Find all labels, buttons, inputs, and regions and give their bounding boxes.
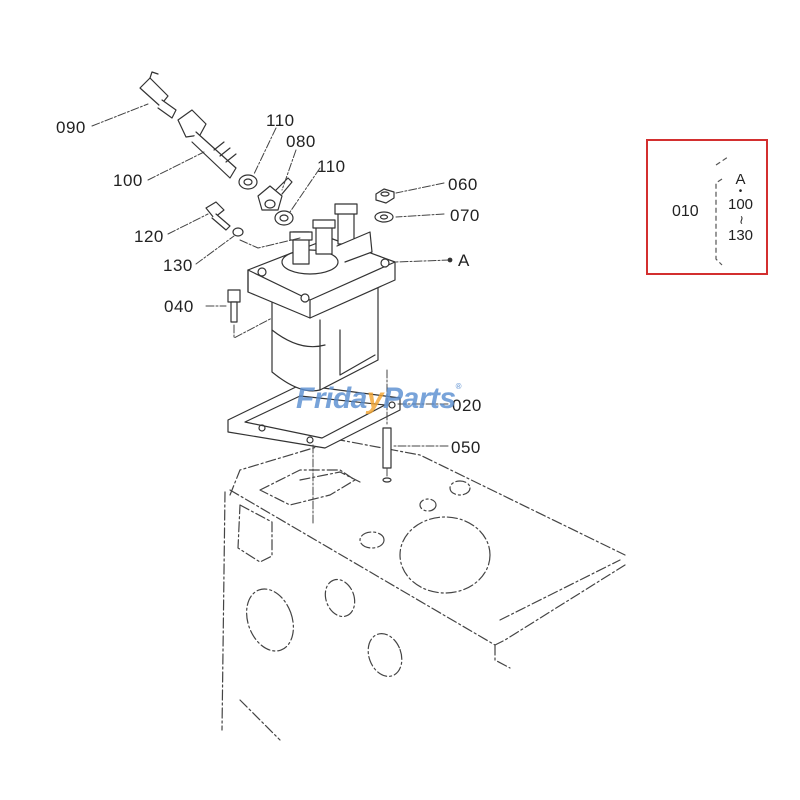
range-start-ref: A (735, 171, 746, 188)
nut-060 (375, 188, 395, 204)
washer-130 (232, 227, 244, 237)
part-label-050[interactable]: 050 (451, 438, 481, 457)
hollow-bolt-100 (177, 109, 237, 179)
part-label-060[interactable]: 060 (448, 175, 478, 194)
range-to: 130 (728, 227, 754, 244)
part-label-070[interactable]: 070 (450, 206, 480, 225)
part-label-A[interactable]: A (458, 251, 470, 270)
range-tilde: ~ (732, 215, 750, 225)
bolt-120 (205, 201, 231, 231)
part-label-020[interactable]: 020 (452, 396, 482, 415)
range-from: 100 (728, 196, 754, 213)
watermark-text-2: Parts (383, 382, 456, 415)
watermark-accent-letter: y (366, 382, 384, 415)
part-label-100[interactable]: 100 (113, 171, 143, 190)
part-label-090[interactable]: 090 (56, 118, 86, 137)
part-label-110-lower[interactable]: 110 (317, 157, 346, 176)
washer-070 (374, 211, 394, 223)
leader-lines (91, 103, 451, 526)
washer-110-b (274, 210, 294, 226)
watermark-logo: FridayParts® (296, 382, 462, 416)
washer-110-a (238, 174, 258, 190)
engine-block (221, 439, 626, 741)
eye-fitting-080 (257, 177, 293, 211)
assembly-range: A • 100 ~ 130 (728, 171, 753, 244)
range-dot: • (738, 186, 743, 197)
callout-bracket (715, 156, 729, 266)
part-label-110-upper[interactable]: 110 (266, 111, 295, 130)
assembly-callout-box: 010 A • 100 ~ 130 (646, 139, 768, 275)
registered-mark: ® (455, 382, 462, 391)
part-label-080[interactable]: 080 (286, 132, 316, 151)
watermark-text-1: Frida (296, 382, 367, 415)
part-label-040[interactable]: 040 (164, 297, 194, 316)
part-label-120[interactable]: 120 (134, 227, 164, 246)
injection-pump-body (247, 203, 396, 392)
part-label-130[interactable]: 130 (163, 256, 193, 275)
assembly-number[interactable]: 010 (672, 203, 699, 220)
bolt-040 (227, 289, 241, 323)
bolt-090 (139, 71, 177, 119)
